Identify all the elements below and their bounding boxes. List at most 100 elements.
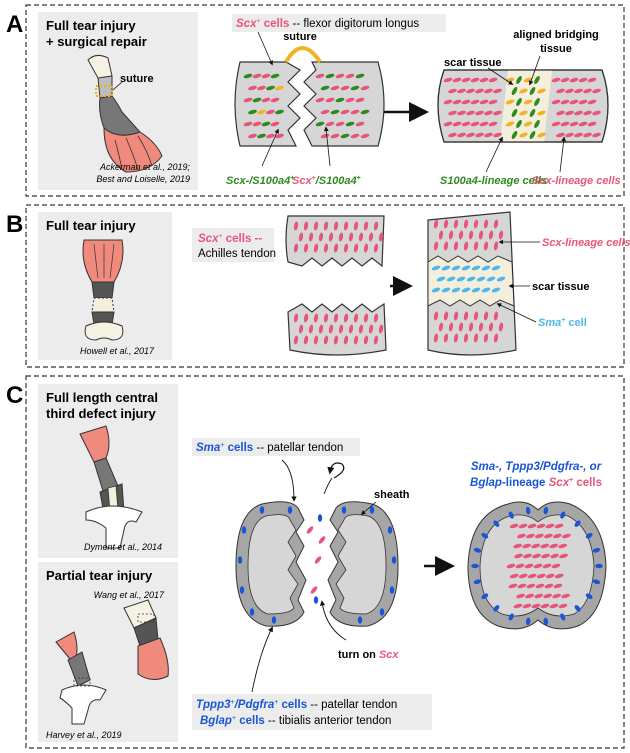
scx-cell xyxy=(457,132,466,138)
panel-c-sma-box xyxy=(192,438,360,456)
panel-c-lineage-2: Bglap-lineage Scx+ cells xyxy=(470,477,602,489)
scx-cell xyxy=(541,553,550,559)
scx-cell xyxy=(443,121,453,127)
scx-cell xyxy=(478,230,484,240)
bridging-cell xyxy=(516,97,522,107)
scx-cell xyxy=(433,241,439,251)
cell xyxy=(360,109,370,115)
cell xyxy=(266,109,275,115)
sma-cell xyxy=(592,579,601,585)
panel-a: A Full tear injury + surgical repair sut… xyxy=(6,4,625,197)
scx-cell xyxy=(448,88,457,94)
sma-cell xyxy=(451,265,461,271)
cell xyxy=(325,97,335,103)
scx-cell xyxy=(493,110,502,116)
scx-cell xyxy=(483,219,489,229)
panel-a-label-box xyxy=(232,14,446,32)
cell xyxy=(315,121,325,127)
scx-cell xyxy=(518,573,528,579)
scx-cell xyxy=(363,335,369,345)
scx-cell xyxy=(373,243,379,253)
scx-cell xyxy=(551,563,561,569)
bridging-cell xyxy=(523,77,533,83)
sma-cell xyxy=(357,616,363,624)
panel-a-letter: A xyxy=(6,11,23,38)
scx-cell xyxy=(527,523,537,529)
scx-cell xyxy=(368,324,374,334)
scx-cell xyxy=(333,221,339,231)
cell xyxy=(355,73,365,79)
cell xyxy=(266,85,275,91)
scx-cell xyxy=(323,243,329,253)
sma-cell xyxy=(471,563,479,569)
scx-cell xyxy=(452,77,462,83)
scx-cell xyxy=(587,99,597,105)
panel-a-suture-label: suture xyxy=(120,73,154,85)
scx-cell xyxy=(498,230,504,240)
panel-b-scx-lineage: Scx-lineage cells xyxy=(542,237,630,249)
cell xyxy=(270,73,280,79)
scx-cell xyxy=(515,563,525,569)
suture-line xyxy=(284,46,322,64)
scx-cell xyxy=(509,523,519,529)
scx-cell xyxy=(310,586,318,594)
scx-cell xyxy=(453,241,459,251)
cell xyxy=(330,109,340,115)
scx-cell xyxy=(534,533,544,539)
panel-a-injury-title-2: + surgical repair xyxy=(46,34,147,49)
scx-cell xyxy=(531,543,541,549)
scx-cell xyxy=(523,553,532,559)
scx-cell xyxy=(466,88,475,94)
sma-cell xyxy=(491,265,501,271)
cell xyxy=(360,133,370,139)
scx-cell xyxy=(484,110,493,116)
scx-cell xyxy=(373,313,379,323)
cell xyxy=(248,85,257,91)
cell xyxy=(270,121,280,127)
scx-cell xyxy=(488,77,498,83)
scx-cell xyxy=(433,333,439,343)
scx-cell xyxy=(363,313,369,323)
scx-cell xyxy=(569,99,579,105)
scx-cell xyxy=(558,603,568,609)
tendon-c-cells xyxy=(237,506,397,624)
cell xyxy=(335,97,345,103)
scx-cell xyxy=(448,132,457,138)
cell xyxy=(350,85,360,91)
scx-cell xyxy=(553,583,563,589)
cell xyxy=(261,121,271,127)
tendon-b-torn xyxy=(285,215,387,356)
sma-cell xyxy=(592,547,601,553)
bridging-cell xyxy=(523,99,533,105)
panel-c-partial-title: Partial tear injury xyxy=(46,568,153,583)
healed-tendon-c-cells xyxy=(471,506,603,626)
sma-cell xyxy=(471,265,481,271)
tendon-a-torn xyxy=(234,61,385,147)
scx-cell xyxy=(509,573,519,579)
bridging-cell xyxy=(534,97,540,107)
knee-sketch-2 xyxy=(55,599,169,725)
scx-cell xyxy=(463,241,469,251)
bridging-cell xyxy=(537,88,546,94)
scx-cell xyxy=(545,523,555,529)
scx-cell xyxy=(525,533,535,539)
sma-cell xyxy=(461,265,471,271)
cell xyxy=(330,85,340,91)
panel-a-scar-tissue: scar tissue xyxy=(444,57,501,69)
sma-cell xyxy=(451,287,461,293)
panel-a-citation-1: Ackerman et al., 2019; xyxy=(99,162,191,172)
scx-cell xyxy=(536,523,546,529)
scx-cell xyxy=(468,322,474,332)
scx-cell xyxy=(516,533,526,539)
scx-cell xyxy=(473,333,479,343)
scx-cell xyxy=(479,99,489,105)
scx-cell xyxy=(473,311,479,321)
scx-cell xyxy=(554,573,564,579)
scx-cell xyxy=(592,110,601,116)
scx-cell xyxy=(328,232,334,242)
scx-cell xyxy=(574,132,583,138)
scx-cell xyxy=(561,533,571,539)
scx-cell xyxy=(463,333,469,343)
scx-cell xyxy=(552,593,562,599)
scx-cell xyxy=(298,232,304,242)
